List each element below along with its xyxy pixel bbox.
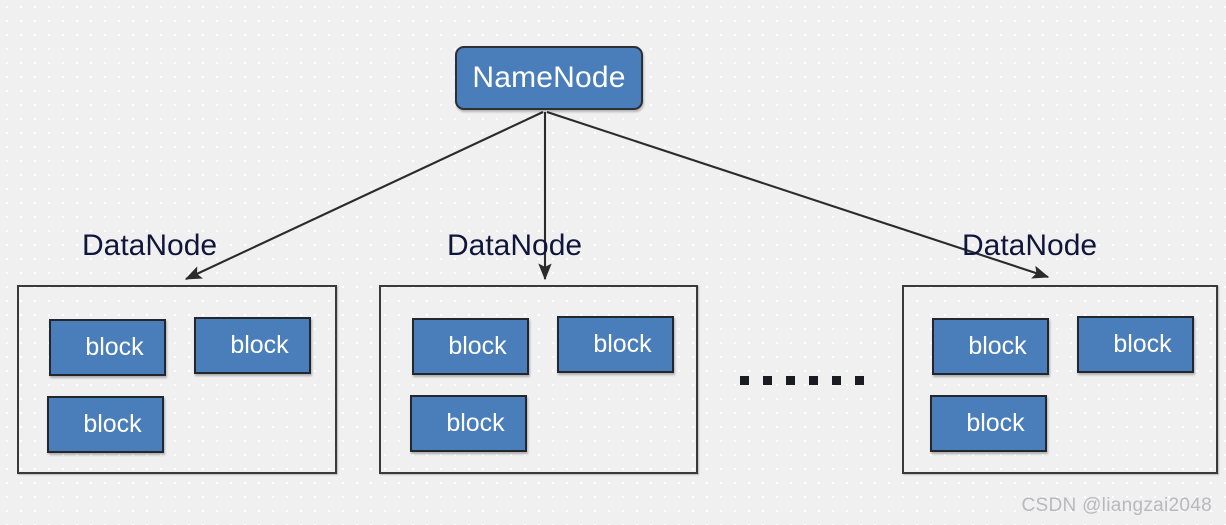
datanode-title-1: DataNode (82, 229, 218, 262)
ellipsis-dot (786, 376, 795, 385)
block-box[interactable]: block (932, 318, 1049, 375)
ellipsis-dot (832, 376, 841, 385)
datanode-title-2: DataNode (447, 229, 583, 262)
ellipsis-dot (763, 376, 772, 385)
datanode-box-3[interactable]: block block block (902, 285, 1218, 474)
ellipsis-dot (740, 376, 749, 385)
block-box[interactable]: block (930, 395, 1047, 452)
block-box[interactable]: block (194, 317, 311, 374)
block-label: block (593, 330, 652, 358)
block-label: block (446, 409, 505, 437)
namenode-label: NameNode (472, 61, 626, 94)
ellipsis-dot (855, 376, 864, 385)
block-label: block (968, 332, 1027, 360)
block-box[interactable]: block (557, 316, 674, 373)
block-label: block (85, 333, 144, 361)
block-label: block (966, 409, 1025, 437)
watermark-text: CSDN @liangzai2048 (1021, 495, 1212, 516)
datanode-title-3: DataNode (962, 229, 1098, 262)
block-box[interactable]: block (410, 395, 527, 452)
ellipsis-dot (809, 376, 818, 385)
block-box[interactable]: block (47, 396, 164, 453)
block-label: block (1113, 330, 1172, 358)
block-box[interactable]: block (49, 319, 166, 376)
datanode-box-1[interactable]: block block block (17, 285, 337, 474)
datanode-box-2[interactable]: block block block (379, 285, 698, 474)
block-label: block (230, 331, 289, 359)
block-box[interactable]: block (1077, 316, 1194, 373)
block-box[interactable]: block (412, 318, 529, 375)
block-label: block (448, 332, 507, 360)
more-datanodes-ellipsis (740, 376, 864, 385)
namenode-box[interactable]: NameNode (455, 46, 643, 110)
block-label: block (83, 410, 142, 438)
